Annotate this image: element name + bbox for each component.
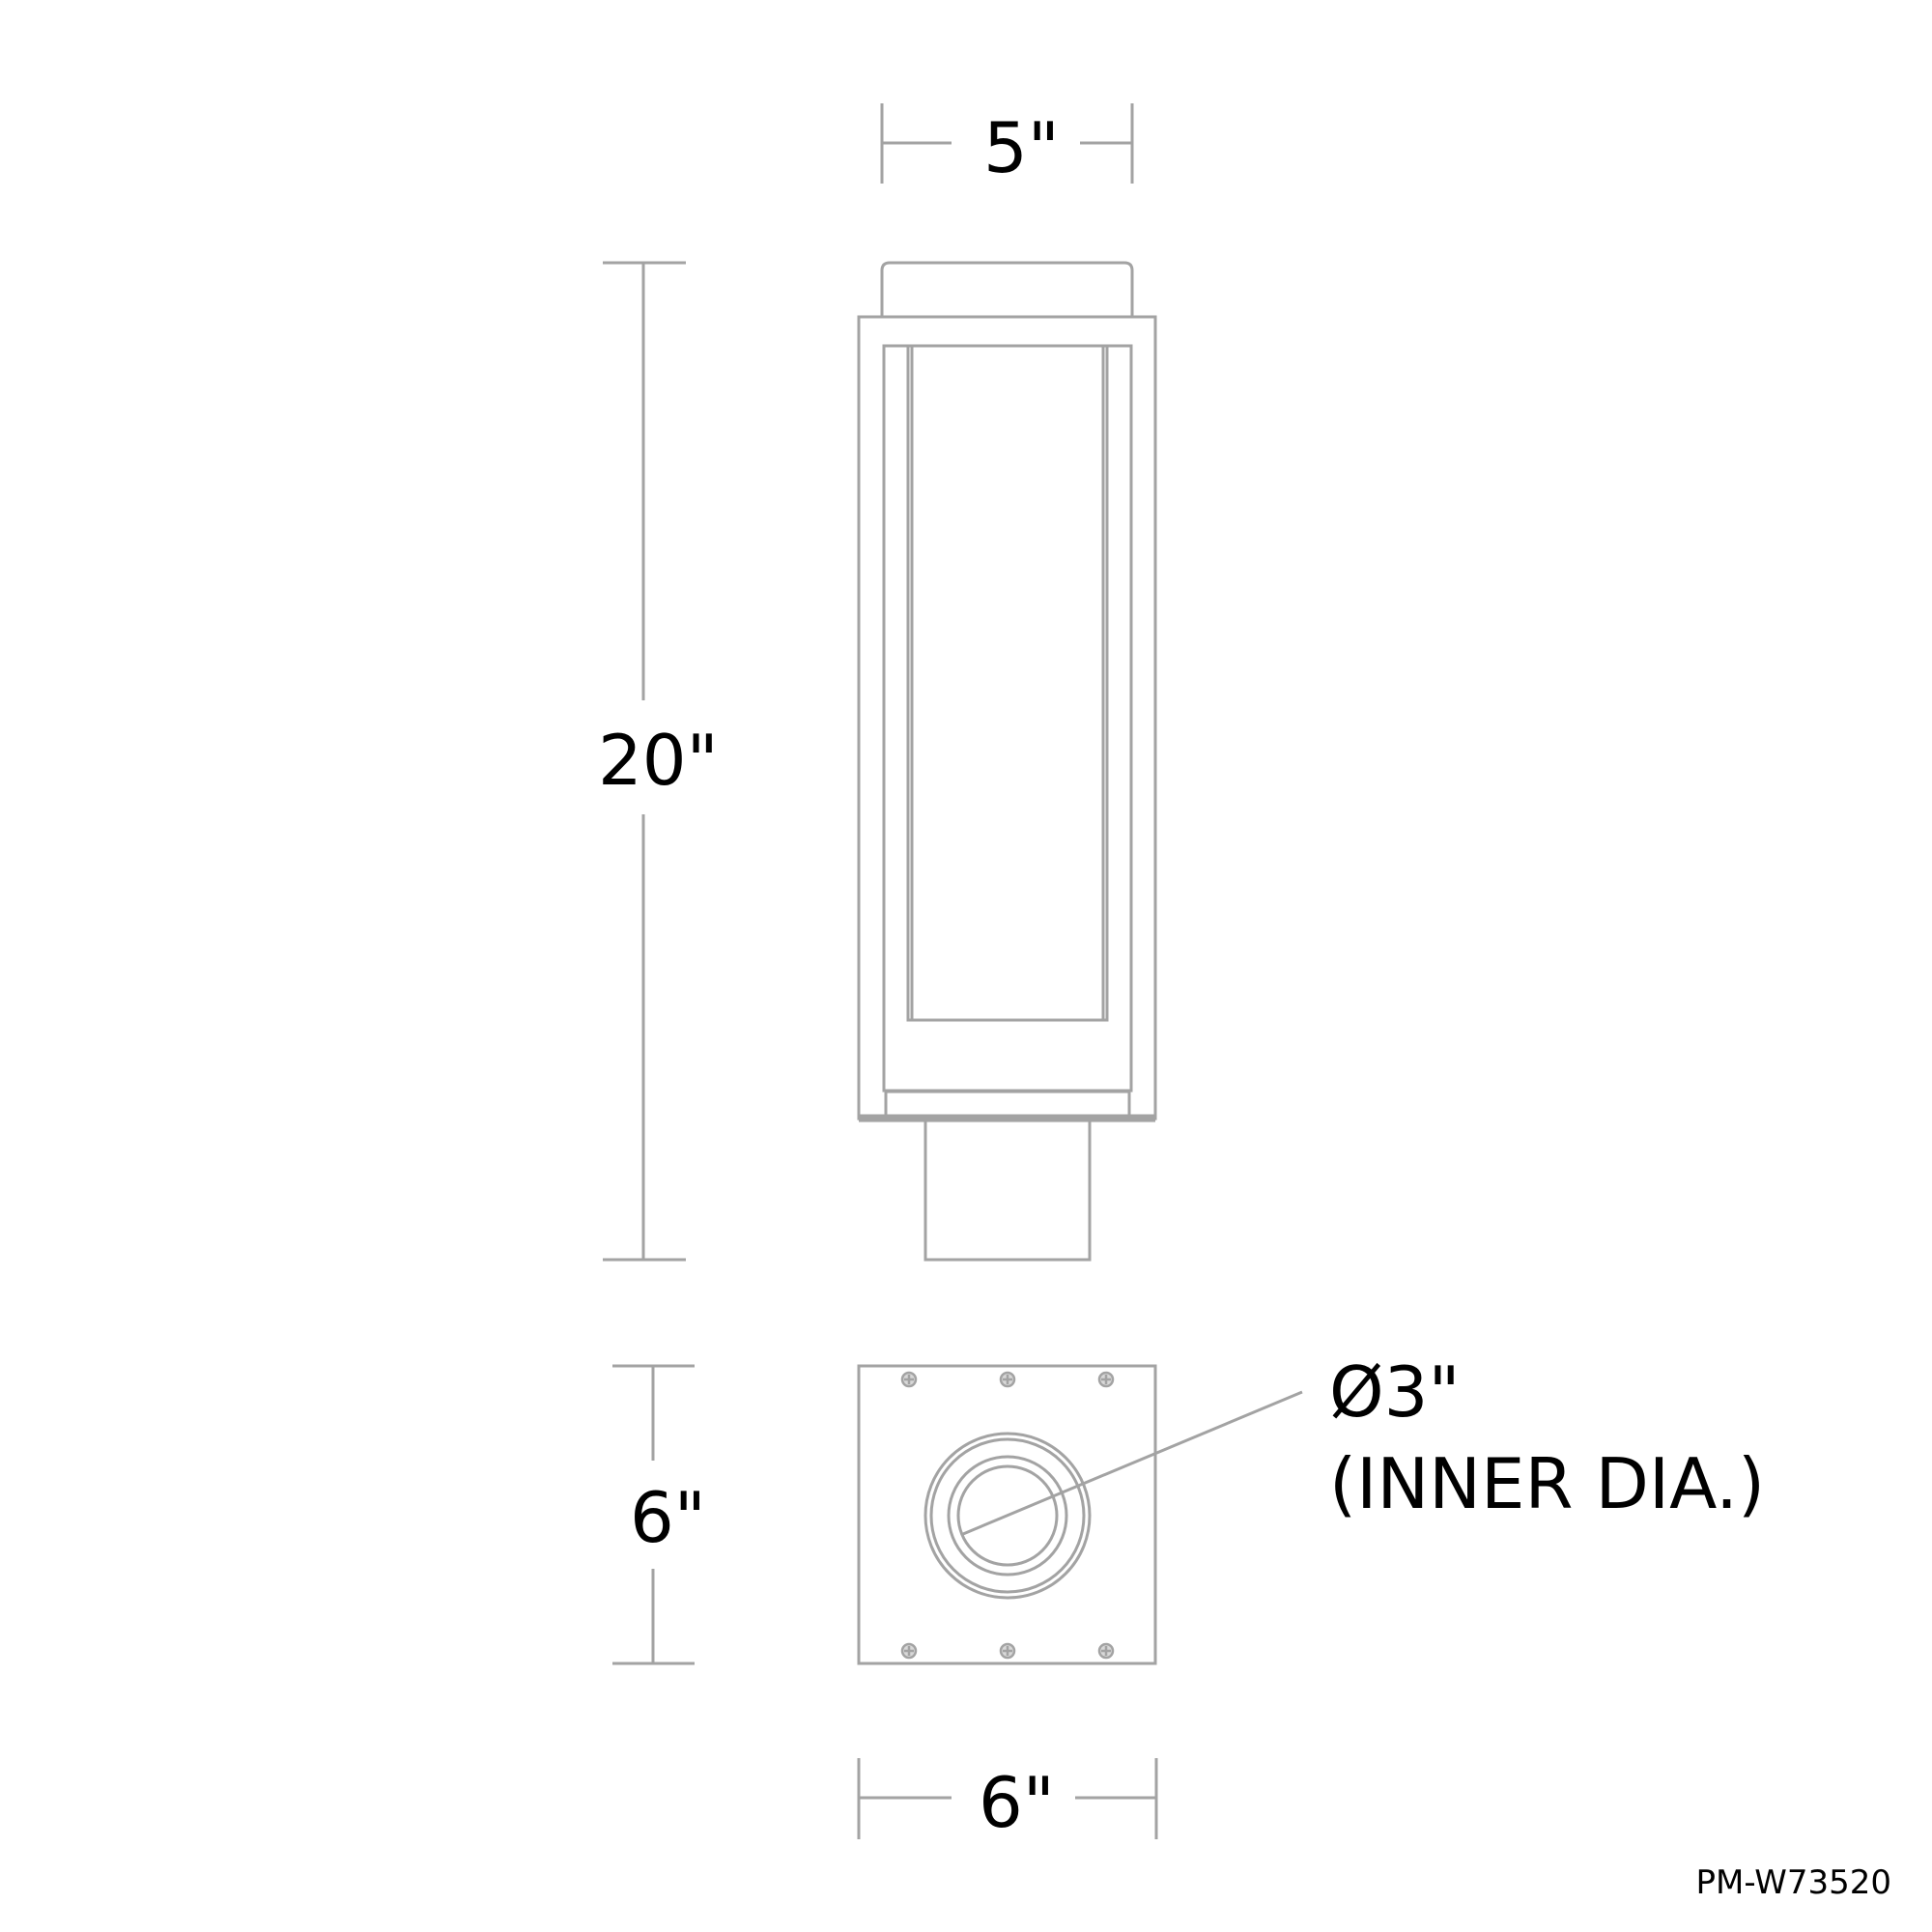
- outer-frame: [857, 315, 1157, 1121]
- bottom-ledge: [884, 1090, 1131, 1118]
- diameter-leader-line: [962, 1390, 1303, 1536]
- base-height-label: 6": [630, 1477, 706, 1558]
- screw-icon: [1097, 1642, 1115, 1660]
- base-height-dimension-line: [612, 1364, 695, 1665]
- base-plate-view: [857, 1364, 1303, 1665]
- overall-height-dimension-line: [603, 261, 686, 1262]
- top-cap: [880, 261, 1134, 317]
- overall-height-label: 20": [598, 720, 719, 801]
- outer-ring: [923, 1432, 1092, 1600]
- screw-icon: [900, 1371, 918, 1388]
- screw-icon: [999, 1371, 1016, 1388]
- base-width-label: 6": [979, 1762, 1055, 1843]
- glass-diffuser: [906, 344, 1109, 1022]
- inner-diameter-note: (INNER DIA.): [1329, 1443, 1766, 1524]
- screw-icon: [1097, 1371, 1115, 1388]
- model-number: PM-W73520: [1695, 1863, 1891, 1902]
- base-width-dimension-line: [857, 1758, 1158, 1839]
- base-screws: [900, 1371, 1115, 1660]
- fixture-front-view: [857, 261, 1157, 1262]
- screw-icon: [999, 1642, 1016, 1660]
- inner-diameter-label: Ø3": [1329, 1351, 1461, 1433]
- base-plate: [857, 1364, 1157, 1665]
- inner-opening: [956, 1464, 1059, 1567]
- inner-frame: [882, 344, 1133, 1093]
- top-width-label: 5": [983, 107, 1060, 188]
- post-mount: [923, 1119, 1092, 1262]
- screw-icon: [900, 1642, 918, 1660]
- top-width-dimension-line: [880, 103, 1134, 184]
